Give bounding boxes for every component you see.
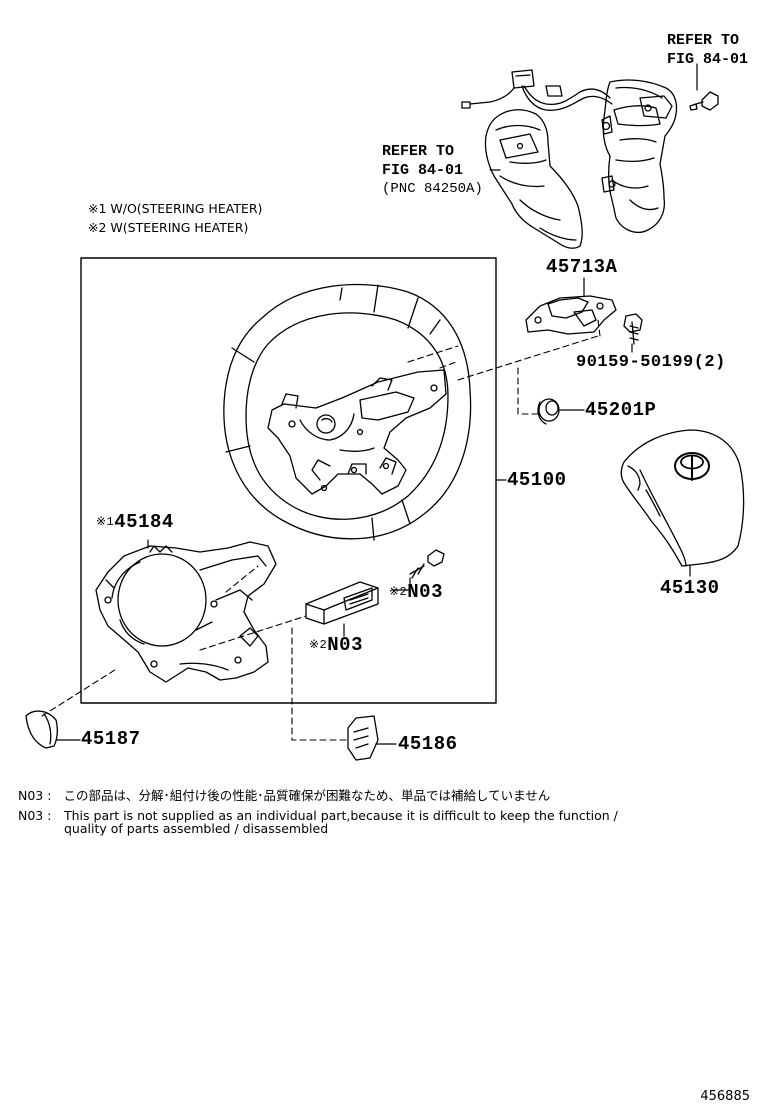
- steering-wheel-45100: [223, 283, 472, 541]
- dashed-leaders: [41, 319, 601, 741]
- part-label-45187: 45187: [81, 728, 141, 750]
- screw-90159: [623, 313, 643, 345]
- note-mark-n03-a: ※2: [389, 585, 408, 599]
- screw-N03: [409, 549, 445, 579]
- solid-leaders: [55, 63, 698, 745]
- reference-top-right-line1: REFER TO: [667, 32, 740, 49]
- reference-top-right: REFER TO FIG 84-01: [667, 31, 748, 69]
- note-mark-45184: ※1: [96, 515, 115, 529]
- part-number-45184: 45184: [114, 511, 174, 533]
- steering-switch-left: [484, 109, 583, 249]
- steering-switch-right: [601, 79, 678, 233]
- footnote-en-line1: This part is not supplied as an individu…: [64, 808, 618, 823]
- heater-module-N03: [305, 581, 379, 625]
- part-label-n03-heater-module: ※2N03: [309, 634, 363, 656]
- bracket-45713A: [525, 295, 617, 335]
- figure-id: 456885: [700, 1089, 750, 1104]
- note-mark-n03-b: ※2: [309, 638, 328, 652]
- reference-center-line2: FIG 84-01: [382, 162, 464, 179]
- footnote-en-line2: quality of parts assembled / disassemble…: [64, 821, 329, 836]
- reference-center: REFER TO FIG 84-01 (PNC 84250A): [382, 142, 483, 199]
- part-number-n03-a: N03: [407, 581, 443, 603]
- cap-45187: [25, 710, 58, 749]
- lower-cover-45184: [95, 541, 277, 683]
- part-label-n03-heater-screw: ※2N03: [389, 581, 443, 603]
- part-label-45201P: 45201P: [585, 399, 657, 421]
- footnote-jp-text: この部品は、分解･組付け後の性能･品質確保が困難なため、単品では補給していません: [63, 788, 551, 803]
- reference-center-line1: REFER TO: [382, 143, 455, 160]
- part-label-45713A: 45713A: [546, 256, 618, 278]
- airbag-45130: [620, 429, 745, 567]
- reference-top-right-line2: FIG 84-01: [667, 51, 749, 68]
- footnote-en-code: N03 :: [18, 808, 52, 823]
- part-label-45130: 45130: [660, 577, 720, 599]
- screw-top-right: [689, 91, 719, 111]
- legend-item-2: ※2 W(STEERING HEATER): [88, 220, 249, 235]
- part-number-n03-b: N03: [327, 634, 363, 656]
- footnote-en: N03 : This part is not supplied as an in…: [18, 809, 618, 835]
- nut-45201P: [537, 398, 560, 425]
- legend-item-1: ※1 W/O(STEERING HEATER): [88, 201, 263, 216]
- footnote-jp-code: N03 :: [18, 788, 52, 803]
- part-label-45184: ※145184: [96, 511, 174, 533]
- footnote-jp: N03 : この部品は、分解･組付け後の性能･品質確保が困難なため、単品では補給…: [18, 789, 550, 802]
- part-label-45186: 45186: [398, 733, 458, 755]
- cover-45186: [347, 715, 379, 761]
- part-label-45100: 45100: [507, 469, 567, 491]
- switch-harness: [461, 69, 613, 111]
- part-label-90159-50199: 90159-50199(2): [576, 353, 726, 372]
- reference-center-line3: (PNC 84250A): [382, 181, 483, 197]
